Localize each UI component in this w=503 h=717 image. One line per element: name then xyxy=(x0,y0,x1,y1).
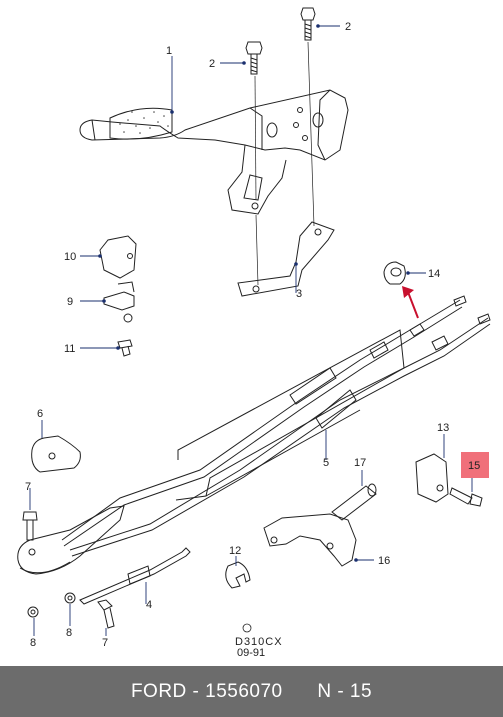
callout-8-right: 8 xyxy=(66,627,72,639)
equaliser-lever xyxy=(17,505,125,575)
leader-dots xyxy=(98,24,410,562)
callout-9: 9 xyxy=(67,296,73,308)
callout-10: 10 xyxy=(64,251,76,263)
callout-3: 3 xyxy=(296,288,302,300)
callout-13: 13 xyxy=(437,422,449,434)
bolt-7-lower xyxy=(97,599,115,629)
clip-8-right xyxy=(64,592,76,604)
screw-11 xyxy=(117,339,133,357)
clip-8-left xyxy=(27,606,39,618)
cable-assembly xyxy=(61,295,491,557)
callout-5: 5 xyxy=(323,457,329,469)
highlight-box-15 xyxy=(461,452,489,478)
parts-diagram: 1 2 2 3 10 9 11 14 6 13 15 5 17 7 12 16 … xyxy=(17,7,491,659)
footer-gap xyxy=(283,681,318,703)
drawing-code-icon xyxy=(242,623,252,633)
drawing-code-block: D310CX 09-91 xyxy=(235,623,283,659)
footer-bar: FORD - 1556070 N - 15 xyxy=(0,666,503,717)
drawing-code: D310CX xyxy=(235,636,283,648)
footer-part-number: 1556070 xyxy=(205,680,283,702)
callout-7-lower: 7 xyxy=(102,637,108,649)
callout-11: 11 xyxy=(64,343,75,355)
callout-14: 14 xyxy=(428,268,440,280)
alignment-lines xyxy=(254,41,315,286)
bolt-upper-left xyxy=(245,41,263,75)
floor-bracket xyxy=(237,221,335,297)
callout-8-left: 8 xyxy=(30,637,36,649)
callout-2-right: 2 xyxy=(345,21,351,33)
callout-1: 1 xyxy=(166,45,172,57)
footer-sep: - xyxy=(186,680,206,702)
callout-4: 4 xyxy=(146,599,152,611)
bracket-10 xyxy=(99,235,137,279)
bolt-7-upper xyxy=(22,511,38,541)
adjuster-rod xyxy=(79,547,191,605)
footer-brand: FORD xyxy=(130,680,187,702)
bolt-15 xyxy=(449,487,483,507)
callout-6: 6 xyxy=(37,408,43,420)
drawing-date: 09-91 xyxy=(237,647,265,659)
callout-12: 12 xyxy=(229,545,241,557)
retaining-clip-12 xyxy=(225,561,251,589)
bolt-upper-right xyxy=(300,7,316,41)
support-bracket-16 xyxy=(263,513,357,567)
callout-7-upper: 7 xyxy=(25,481,31,493)
callout-16: 16 xyxy=(378,555,390,567)
callout-17: 17 xyxy=(354,457,366,469)
lever-grip-texture xyxy=(119,111,169,134)
footer-position: N - 15 xyxy=(317,680,373,702)
callout-15: 15 xyxy=(468,460,480,472)
grommet-14 xyxy=(383,261,406,285)
bracket-13 xyxy=(415,453,449,503)
callout-2-left: 2 xyxy=(209,58,215,70)
callout-leaders xyxy=(29,25,473,636)
red-direction-arrow xyxy=(402,286,419,319)
equaliser-bracket xyxy=(31,435,81,473)
handbrake-lever xyxy=(79,89,349,215)
switch-9 xyxy=(103,281,135,323)
sleeve-17 xyxy=(331,483,377,521)
